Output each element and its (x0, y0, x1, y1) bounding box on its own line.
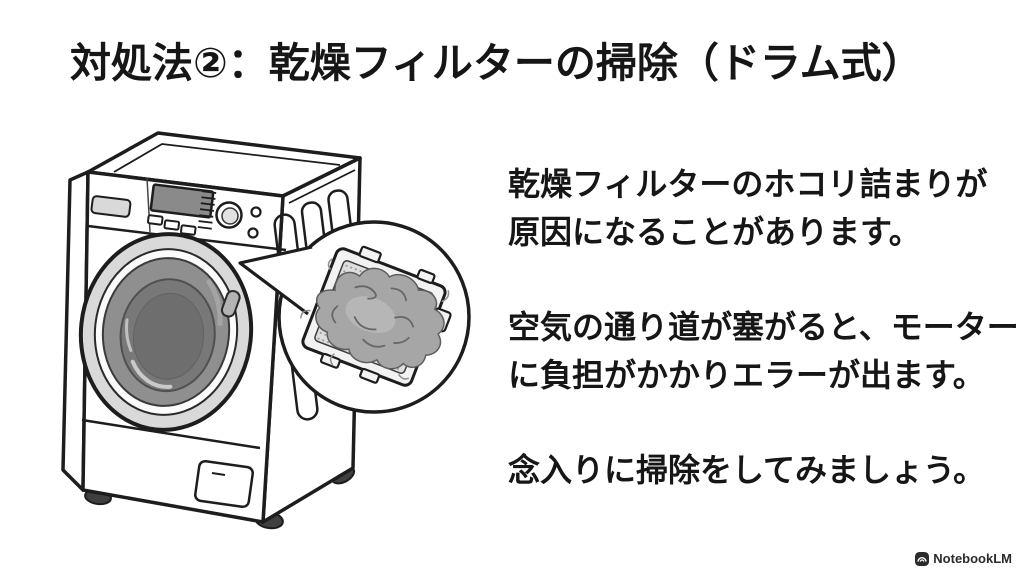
paragraph-line: に負担がかかりエラーが出ます。 (508, 357, 985, 393)
panel-button-round (247, 227, 259, 239)
watermark-label: NotebookLM (933, 551, 1012, 566)
washing-machine-svg (61, 131, 471, 530)
body-text: 乾燥フィルターのホコリ詰まりが 原因になることがあります。 空気の通り道が塞がる… (508, 160, 1019, 541)
service-hatch (194, 459, 254, 509)
callout-pointer (238, 245, 313, 316)
control-panel (87, 177, 287, 252)
display-screen (149, 183, 215, 219)
paragraph-line: 念入りに掃除をしてみましょう。 (508, 452, 986, 488)
page-title: 対処法②：乾燥フィルターの掃除（ドラム式） (70, 40, 923, 86)
lint-fuzz (300, 258, 450, 380)
paragraph-1: 乾燥フィルターのホコリ詰まりが 原因になることがあります。 (508, 160, 1013, 256)
notebooklm-watermark: NotebookLM (915, 551, 1012, 566)
panel-markings (197, 190, 217, 230)
dirty-lint-filter (300, 245, 452, 387)
detergent-drawer (90, 195, 132, 218)
paragraph-line: 空気の通り道が塞がると、モーター (508, 309, 1019, 345)
lint-texture (331, 285, 415, 348)
washing-machine-illustration (50, 128, 480, 548)
drum-door (78, 232, 254, 432)
paragraph-2: 空気の通り道が塞がると、モーター に負担がかかりエラーが出ます。 (508, 303, 1019, 399)
door-handle (220, 289, 241, 318)
paragraph-3: 念入りに掃除をしてみましょう。 (508, 446, 1013, 494)
panel-buttons (146, 214, 197, 236)
paragraph-line: 原因になることがあります。 (508, 214, 921, 250)
front-panel-details (81, 418, 261, 509)
paragraph-line: 乾燥フィルターのホコリ詰まりが (508, 166, 988, 202)
panel-button-round (250, 206, 262, 218)
notebooklm-logo-icon (915, 551, 930, 566)
